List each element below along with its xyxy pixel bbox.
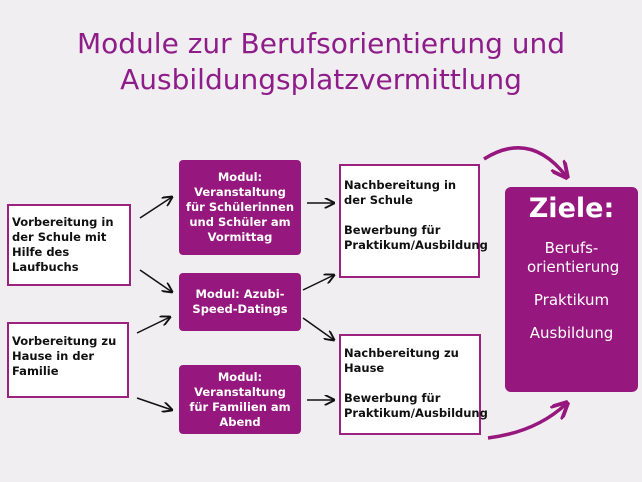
arrow-speed-to-followup-school <box>302 275 334 291</box>
prep-home-text: Vorbereitung zu Hause in der Familie <box>12 334 117 378</box>
arrow-home-to-families <box>136 397 172 410</box>
title-line-2: Ausbildungsplatzvermittlung <box>120 63 522 96</box>
module-students-text: Modul: Veranstaltung für Schülerinnen un… <box>185 170 295 244</box>
followup-home-apply: Bewerbung für Praktikum/Ausbildung <box>344 391 488 420</box>
module-students-box: Modul: Veranstaltung für Schülerinnen un… <box>179 160 301 255</box>
goal-apprenticeship: Ausbildung <box>529 324 614 342</box>
module-families-box: Modul: Veranstaltung für Familien am Abe… <box>179 365 301 434</box>
arrow-home-to-speed <box>136 317 170 334</box>
goal-orientation: Berufs-orientierung <box>527 239 620 276</box>
arrow-speed-to-followup-home <box>302 317 334 340</box>
followup-school-box: Nachbereitung in der Schule Bewerbung fü… <box>339 164 488 278</box>
goal-internship: Praktikum <box>533 291 610 309</box>
module-speed-box: Modul: Azubi-Speed-Datings <box>179 273 301 331</box>
goals-box: Ziele: Berufs-orientierung Praktikum Aus… <box>505 187 638 392</box>
diagram-title: Module zur Berufsorientierung und Ausbil… <box>0 26 642 98</box>
followup-school-title: Nachbereitung in der Schule <box>344 178 457 207</box>
arrow-followup-home-to-goals <box>487 404 566 440</box>
prep-home-box: Vorbereitung zu Hause in der Familie <box>7 322 129 398</box>
prep-school-text: Vorbereitung in der Schule mit Hilfe des… <box>12 215 114 274</box>
goals-title: Ziele: <box>528 193 615 224</box>
followup-school-apply: Bewerbung für Praktikum/Ausbildung <box>344 223 488 252</box>
arrow-school-to-speed <box>139 269 172 292</box>
prep-school-box: Vorbereitung in der Schule mit Hilfe des… <box>7 204 131 286</box>
module-speed-text: Modul: Azubi-Speed-Datings <box>192 287 288 316</box>
followup-home-box: Nachbereitung zu Hause Bewerbung für Pra… <box>339 334 488 435</box>
module-families-text: Modul: Veranstaltung für Familien am Abe… <box>189 369 291 429</box>
followup-home-title: Nachbereitung zu Hause <box>344 346 459 375</box>
arrow-school-to-students <box>139 197 172 219</box>
title-line-1: Module zur Berufsorientierung und <box>76 27 566 60</box>
arrow-followup-school-to-goals <box>483 146 566 176</box>
